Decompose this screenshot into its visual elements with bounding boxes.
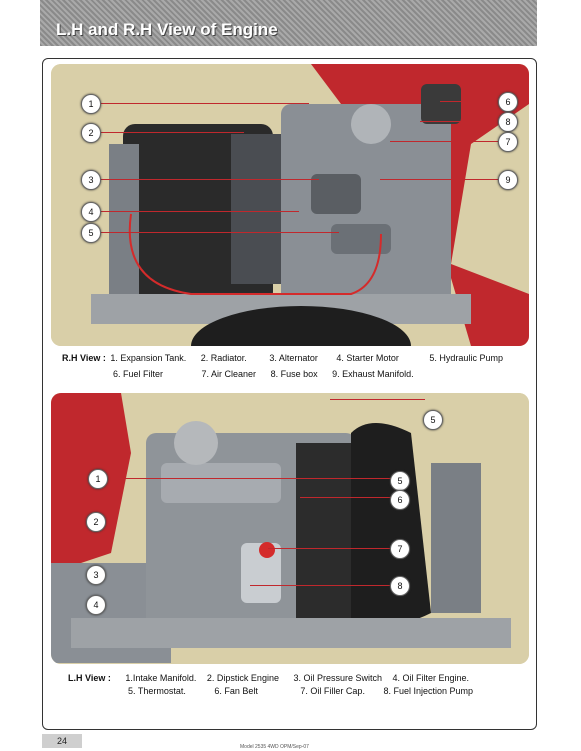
page-number: 24 xyxy=(42,734,82,748)
lh-item-8: 8. Fuel Injection Pump xyxy=(383,686,474,696)
lh-callout-4: 4 xyxy=(86,595,106,615)
rh-item-8: 8. Fuse box xyxy=(270,369,318,379)
rh-item-6: 6. Fuel Filter xyxy=(113,369,164,379)
rh-callout-3: 3 xyxy=(81,170,101,190)
rh-caption-label: R.H View : xyxy=(62,353,106,363)
rh-engine-photo xyxy=(51,64,529,346)
lh-item-3: 3. Oil Pressure Switch xyxy=(293,673,383,683)
lh-callout-1: 1 xyxy=(88,469,108,489)
lh-item-5: 5. Thermostat. xyxy=(128,686,186,696)
rh-item-2: 2. Radiator. xyxy=(200,353,247,363)
rh-callout-8: 8 xyxy=(498,112,518,132)
rh-callout-1: 1 xyxy=(81,94,101,114)
lh-item-7: 7. Oil Filler Cap. xyxy=(300,686,365,696)
lh-callout-5-top: 5 xyxy=(423,410,443,430)
lh-caption-label: L.H View : xyxy=(68,673,111,683)
lh-callout-5: 5 xyxy=(390,471,410,491)
page-header: L.H and R.H View of Engine xyxy=(40,0,537,46)
rh-leader-7 xyxy=(390,141,500,142)
rh-callout-4: 4 xyxy=(81,202,101,222)
lh-caption-line-1: L.H View : 1.Intake Manifold. 2. Dipstic… xyxy=(68,673,469,683)
rh-item-9: 9. Exhaust Manifold. xyxy=(332,369,414,379)
rh-item-5: 5. Hydraulic Pump xyxy=(429,353,503,363)
lh-item-4: 4. Oil Filter Engine. xyxy=(392,673,470,683)
lh-item-6: 6. Fan Belt xyxy=(214,686,258,696)
lh-leader-7 xyxy=(268,548,398,549)
rh-leader-4 xyxy=(99,211,299,212)
page-title: L.H and R.H View of Engine xyxy=(56,20,278,39)
lh-item-1: 1.Intake Manifold. xyxy=(125,673,197,683)
rh-callout-5: 5 xyxy=(81,223,101,243)
rh-leader-1 xyxy=(99,103,309,104)
rh-leader-9 xyxy=(380,179,500,180)
rh-item-3: 3. Alternator xyxy=(269,353,318,363)
rh-caption-line-2: 6. Fuel Filter 7. Air Cleaner 8. Fuse bo… xyxy=(113,369,414,379)
lh-engine-photo xyxy=(51,393,529,664)
rh-item-4: 4. Starter Motor xyxy=(336,353,399,363)
lh-engine-illustration xyxy=(51,393,529,664)
lh-leader-6 xyxy=(300,497,397,498)
lh-callout-2: 2 xyxy=(86,512,106,532)
rh-item-7: 7. Air Cleaner xyxy=(201,369,257,379)
lh-item-2: 2. Dipstick Engine xyxy=(206,673,279,683)
rh-leader-5 xyxy=(99,232,339,233)
lh-leader-8 xyxy=(250,585,398,586)
lh-caption-line-2: 5. Thermostat. 6. Fan Belt 7. Oil Filler… xyxy=(128,686,473,696)
rh-leader-2 xyxy=(99,132,244,133)
rh-callout-6: 6 xyxy=(498,92,518,112)
lh-leader-1 xyxy=(97,478,397,479)
lh-callout-3: 3 xyxy=(86,565,106,585)
rh-leader-6 xyxy=(440,101,500,102)
lh-callout-6: 6 xyxy=(390,490,410,510)
footer-model-text: Model 2535 4WD OPM/Sep-07 xyxy=(240,744,309,750)
lh-callout-8: 8 xyxy=(390,576,410,596)
rh-caption-line-1: R.H View : 1. Expansion Tank. 2. Radiato… xyxy=(62,353,503,363)
rh-callout-9: 9 xyxy=(498,170,518,190)
lh-leader-5-top xyxy=(330,399,425,400)
rh-callout-2: 2 xyxy=(81,123,101,143)
lh-callout-7: 7 xyxy=(390,539,410,559)
rh-leader-3 xyxy=(99,179,319,180)
rh-item-1: 1. Expansion Tank. xyxy=(110,353,187,363)
rh-callout-7: 7 xyxy=(498,132,518,152)
rh-engine-illustration xyxy=(51,64,529,346)
rh-leader-8 xyxy=(420,121,500,122)
